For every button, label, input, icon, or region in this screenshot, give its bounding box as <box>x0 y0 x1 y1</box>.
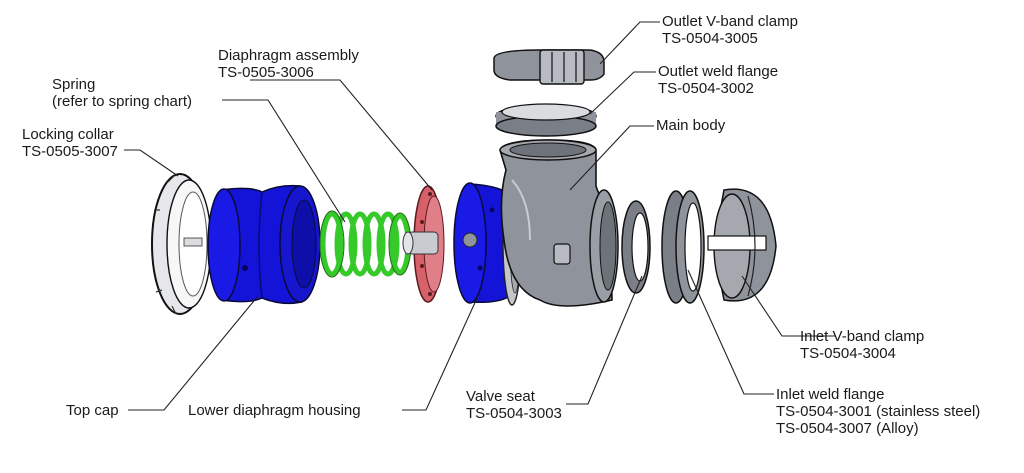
label-part-number-alt: TS-0504-3007 (Alloy) <box>776 420 919 437</box>
label-outlet-weld-flange: Outlet weld flange TS-0504-3002 <box>658 63 778 97</box>
label-name: Locking collar <box>22 126 114 143</box>
label-main-body: Main body <box>656 117 725 134</box>
label-inlet-vband-clamp: Inlet V-band clamp TS-0504-3004 <box>800 328 924 362</box>
leader-valve-seat <box>566 275 643 405</box>
inlet-weld-flange-part <box>661 190 705 304</box>
top-cap-part <box>207 184 321 305</box>
label-name: Inlet weld flange <box>776 386 885 403</box>
locking-collar-part <box>151 173 212 315</box>
label-name: Lower diaphragm housing <box>188 402 361 419</box>
label-lower-diaphragm-housing: Lower diaphragm housing <box>188 402 361 419</box>
spring-part <box>320 211 411 277</box>
leader-diaphragm-assembly <box>250 79 433 191</box>
label-diaphragm-assembly: Diaphragm assembly TS-0505-3006 <box>218 47 359 81</box>
leader-lines <box>124 21 836 411</box>
label-valve-seat: Valve seat TS-0504-3003 <box>466 388 562 422</box>
leader-spring <box>222 99 346 223</box>
label-name: Top cap <box>66 402 119 419</box>
leader-outlet-weld-flange <box>589 71 656 115</box>
label-top-cap: Top cap <box>66 402 119 419</box>
label-part-number: TS-0504-3005 <box>662 30 758 47</box>
diaphragm-assembly-part <box>402 185 445 303</box>
leader-lower-diaphragm-housing <box>402 295 479 411</box>
label-name: Valve seat <box>466 388 535 405</box>
label-part-number: TS-0504-3004 <box>800 345 896 362</box>
label-part-number: TS-0504-3003 <box>466 405 562 422</box>
label-name: Outlet weld flange <box>658 63 779 80</box>
label-name: Spring <box>52 76 96 93</box>
label-part-number: TS-0504-3002 <box>658 80 754 97</box>
outlet-weld-flange-part <box>495 103 597 137</box>
outlet-vband-clamp-part <box>493 49 605 85</box>
leader-main-body <box>569 125 654 191</box>
label-locking-collar: Locking collar TS-0505-3007 <box>22 126 118 160</box>
label-outlet-vband-clamp: Outlet V-band clamp TS-0504-3005 <box>662 13 798 47</box>
valve-seat-ring-part <box>621 200 651 294</box>
leader-inlet-vband-clamp <box>741 275 836 337</box>
label-part-number: TS-0504-3001 (stainless steel) <box>776 403 981 420</box>
label-name: Main body <box>656 117 726 134</box>
label-inlet-weld-flange: Inlet weld flange TS-0504-3001 (stainles… <box>776 386 980 437</box>
main-body-part <box>499 139 619 307</box>
label-name: Inlet V-band clamp <box>800 328 925 345</box>
label-part-number: TS-0505-3006 <box>218 64 314 81</box>
label-spring: Spring (refer to spring chart) <box>52 76 192 110</box>
inlet-vband-clamp-part <box>707 188 777 302</box>
label-part-number: TS-0505-3007 <box>22 143 118 160</box>
leader-locking-collar <box>124 149 179 177</box>
label-note: (refer to spring chart) <box>52 93 193 110</box>
label-name: Diaphragm assembly <box>218 47 359 64</box>
label-name: Outlet V-band clamp <box>662 13 798 30</box>
leader-inlet-weld-flange <box>687 269 774 395</box>
leader-top-cap <box>128 295 259 411</box>
leader-outlet-vband-clamp <box>599 21 660 65</box>
